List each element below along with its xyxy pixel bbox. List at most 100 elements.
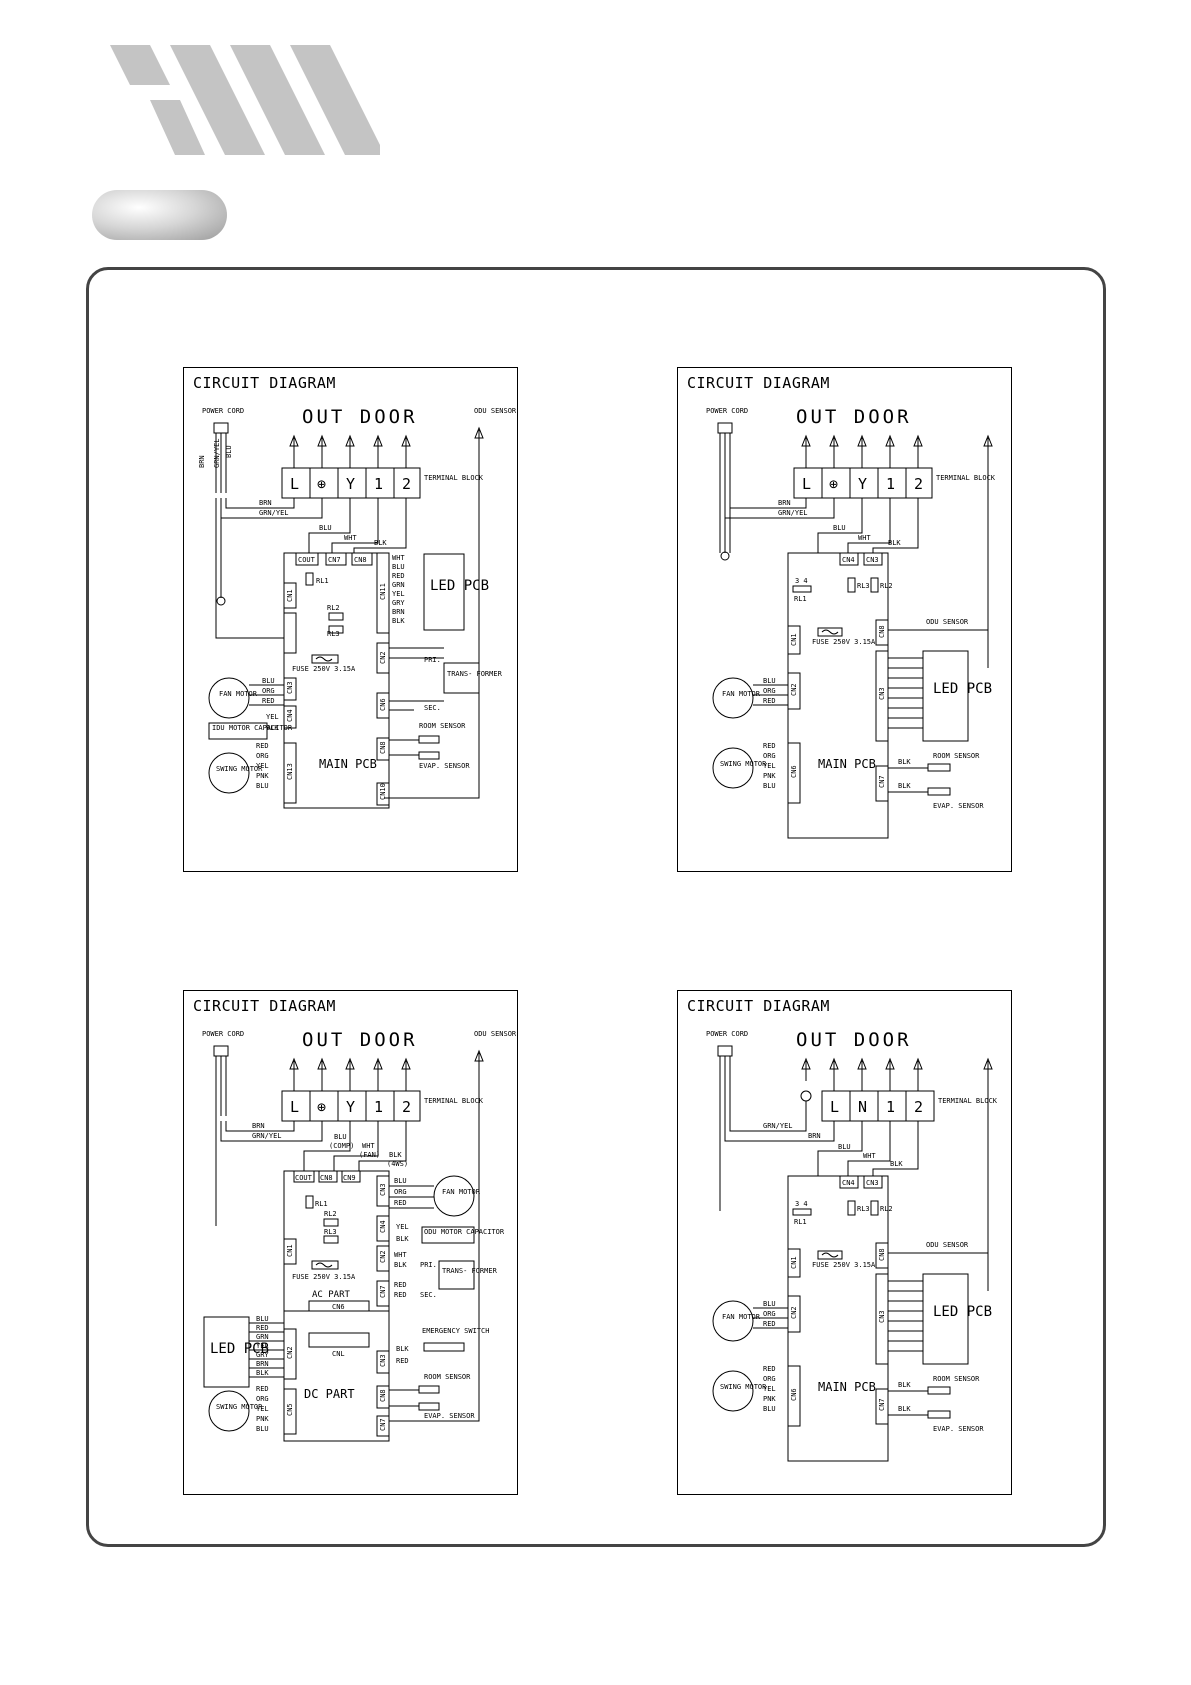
- circuit-diagram-2: CIRCUIT DIAGRAM OUT DOOR POWER CORD L ⊕ …: [677, 367, 1012, 872]
- main-pcb-label: MAIN PCB: [319, 757, 377, 771]
- section-pill: [92, 190, 227, 240]
- terminal-block-label: TERMINAL BLOCK: [938, 1097, 998, 1105]
- svg-text:(FAN): (FAN): [359, 1151, 380, 1159]
- terminal-block: [281, 1090, 421, 1122]
- svg-text:BLU: BLU: [334, 1133, 347, 1141]
- svg-text:CN8: CN8: [320, 1174, 333, 1182]
- svg-text:GRY: GRY: [256, 1351, 269, 1359]
- svg-text:RED: RED: [256, 742, 269, 750]
- power-cord-label: POWER CORD: [706, 1030, 748, 1038]
- svg-text:RL1: RL1: [315, 1200, 328, 1208]
- swing-motor-label: SWING MOTOR: [720, 1383, 767, 1391]
- svg-text:RL3: RL3: [857, 1205, 870, 1213]
- svg-text:BRN: BRN: [198, 455, 206, 468]
- svg-text:CN1: CN1: [286, 589, 294, 602]
- svg-text:CN2: CN2: [379, 1250, 387, 1263]
- svg-text:WHT: WHT: [362, 1142, 375, 1150]
- svg-text:SEC.: SEC.: [424, 704, 441, 712]
- svg-text:GRN/YEL: GRN/YEL: [763, 1122, 793, 1130]
- swing-motor-label: SWING MOTOR: [720, 760, 767, 768]
- svg-text:CNL: CNL: [332, 1350, 345, 1358]
- svg-text:BLK: BLK: [898, 758, 911, 766]
- svg-text:RL2: RL2: [880, 582, 893, 590]
- outdoor-label: OUT DOOR: [302, 1029, 418, 1051]
- evap-sensor-label: EVAP. SENSOR: [933, 802, 984, 810]
- svg-text:RED: RED: [394, 1281, 407, 1289]
- svg-text:ORG: ORG: [262, 687, 275, 695]
- svg-text:BLK: BLK: [389, 1151, 402, 1159]
- svg-text:RL2: RL2: [327, 604, 340, 612]
- svg-text:RED: RED: [262, 697, 275, 705]
- room-sensor-label: ROOM SENSOR: [933, 1375, 980, 1383]
- svg-text:PRI.: PRI.: [424, 656, 441, 664]
- svg-text:RED: RED: [392, 572, 405, 580]
- fan-motor-circle: [208, 677, 250, 719]
- terminal-2: 2: [402, 475, 411, 493]
- power-cord-label: POWER CORD: [202, 1030, 244, 1038]
- svg-text:RED: RED: [763, 742, 776, 750]
- fuse-label: FUSE 250V 3.15A: [292, 665, 356, 673]
- svg-text:RED: RED: [396, 1357, 409, 1365]
- svg-text:BLK: BLK: [888, 539, 901, 547]
- svg-text:GRN: GRN: [392, 581, 405, 589]
- svg-text:CN3: CN3: [878, 1310, 886, 1323]
- svg-text:WHT: WHT: [392, 554, 405, 562]
- svg-text:COUT: COUT: [295, 1174, 313, 1182]
- svg-text:PRI.: PRI.: [420, 1261, 437, 1269]
- svg-text:CN7: CN7: [878, 1398, 886, 1411]
- svg-text:BRN: BRN: [778, 499, 791, 507]
- svg-text:CN6: CN6: [332, 1303, 345, 1311]
- odu-sensor-label: ODU SENSOR: [474, 407, 517, 415]
- svg-text:ORG: ORG: [763, 687, 776, 695]
- svg-text:CN7: CN7: [379, 1418, 387, 1431]
- svg-text:BLU: BLU: [763, 1300, 776, 1308]
- outdoor-label: OUT DOOR: [302, 406, 418, 428]
- svg-text:BLK: BLK: [266, 724, 279, 732]
- svg-text:BLK: BLK: [256, 1369, 269, 1377]
- idu-motor-capacitor-label: IDU MOTOR CAPACITOR: [212, 724, 293, 732]
- ac-part-label: AC PART: [312, 1290, 351, 1300]
- svg-text:BRN: BRN: [256, 1360, 269, 1368]
- svg-text:CN6: CN6: [379, 698, 387, 711]
- diagram-title: CIRCUIT DIAGRAM: [687, 997, 830, 1015]
- svg-text:RL3: RL3: [857, 582, 870, 590]
- svg-text:BLU: BLU: [256, 1315, 269, 1323]
- svg-text:BLU: BLU: [394, 1177, 407, 1185]
- terminal-ground: ⊕: [317, 475, 326, 493]
- svg-text:CN3: CN3: [286, 681, 294, 694]
- led-pcb-label: LED PCB: [933, 1304, 992, 1320]
- fan-motor-label: FAN MOTOR: [442, 1188, 481, 1196]
- terminal-2: 2: [914, 1098, 923, 1116]
- svg-text:BLK: BLK: [898, 1381, 911, 1389]
- svg-text:CN8: CN8: [878, 1248, 886, 1261]
- svg-text:RED: RED: [763, 1320, 776, 1328]
- fan-motor-label: FAN MOTOR: [722, 1313, 761, 1321]
- wire-grn-yel: GRN/YEL: [259, 509, 289, 517]
- svg-text:SEC.: SEC.: [420, 1291, 437, 1299]
- svg-text:BRN: BRN: [252, 1122, 265, 1130]
- terminal-1: 1: [886, 475, 895, 493]
- svg-text:CN6: CN6: [790, 765, 798, 778]
- led-pcb-box: [423, 553, 465, 631]
- svg-text:WHT: WHT: [394, 1251, 407, 1259]
- svg-text:CN7: CN7: [878, 775, 886, 788]
- svg-text:CN8: CN8: [379, 1389, 387, 1402]
- led-pcb-label: LED PCB: [210, 1341, 269, 1357]
- circuit-diagram-3: CIRCUIT DIAGRAM OUT DOOR POWER CORD ODU …: [183, 990, 518, 1495]
- svg-text:ORG: ORG: [763, 1310, 776, 1318]
- svg-text:PNK: PNK: [763, 1395, 776, 1403]
- swing-motor-label: SWING MOTOR: [216, 1403, 263, 1411]
- svg-text:GRN/YEL: GRN/YEL: [213, 438, 221, 468]
- svg-text:ORG: ORG: [394, 1188, 407, 1196]
- evap-sensor-label: EVAP. SENSOR: [419, 762, 470, 770]
- wire-blk: BLK: [374, 539, 387, 547]
- terminal-l: L: [290, 475, 299, 493]
- svg-text:CN5: CN5: [286, 1403, 294, 1416]
- outdoor-label: OUT DOOR: [796, 406, 912, 428]
- svg-text:GRN: GRN: [256, 1333, 269, 1341]
- main-pcb-label: MAIN PCB: [818, 1380, 876, 1394]
- terminal-block-label: TERMINAL BLOCK: [424, 474, 484, 482]
- svg-text:CN1: CN1: [790, 633, 798, 646]
- svg-text:2: 2: [402, 1098, 411, 1116]
- terminal-1: 1: [374, 475, 383, 493]
